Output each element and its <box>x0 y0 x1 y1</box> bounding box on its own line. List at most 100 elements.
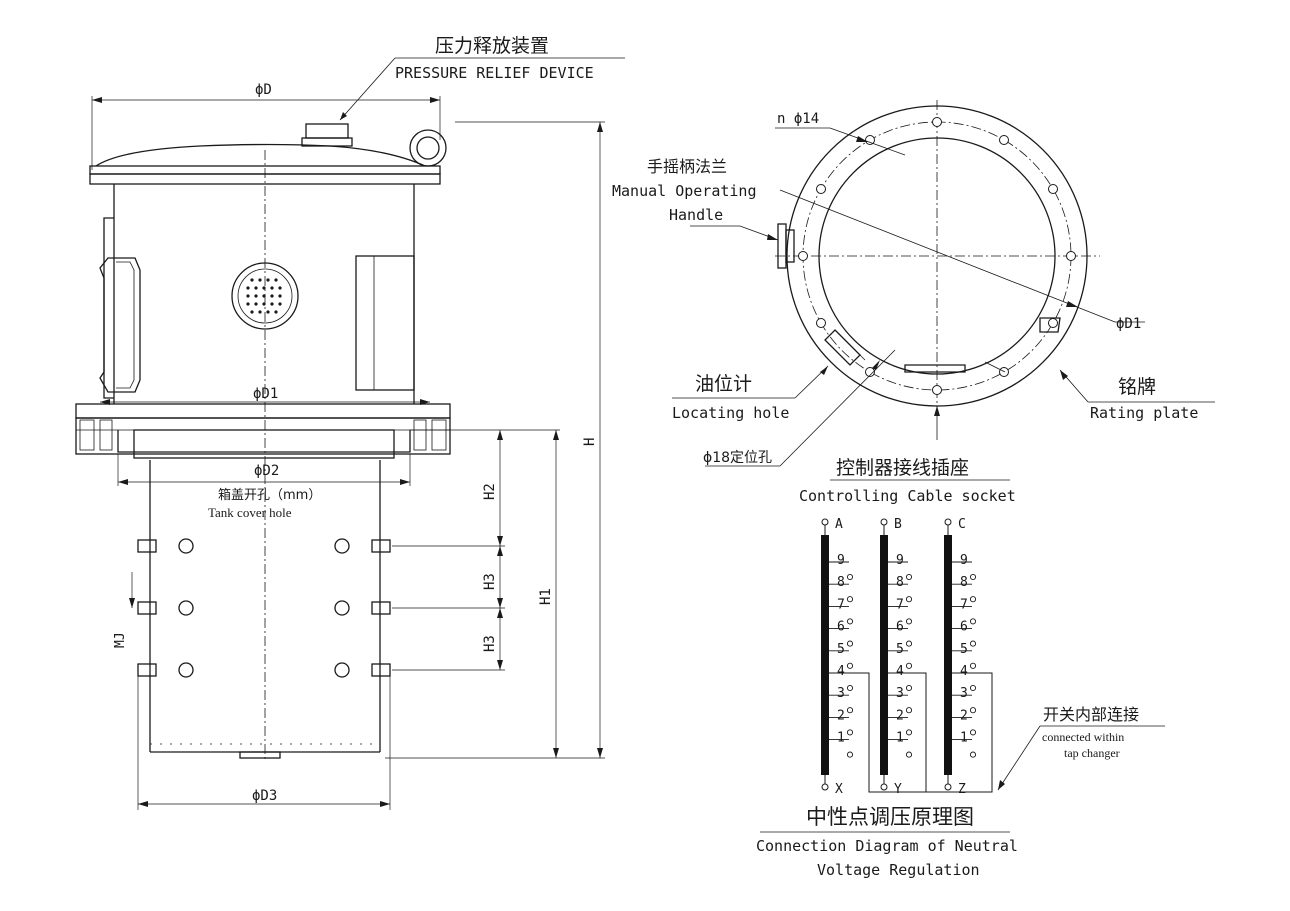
tap-contact <box>905 618 913 625</box>
tap-number: 4 <box>896 664 904 679</box>
tap-number: 8 <box>896 575 904 590</box>
tap-contact <box>846 596 854 603</box>
tank-cover-en: Tank cover hole <box>208 505 292 520</box>
internal-en1: connected within <box>1042 730 1124 744</box>
tap-number: 9 <box>837 553 845 568</box>
terminal-row-2 <box>137 600 391 616</box>
tap-contact <box>969 596 977 603</box>
tap-number: 1 <box>837 731 845 746</box>
handle-en1: Manual Operating <box>612 182 757 200</box>
phase-bottom-terminal <box>944 783 952 791</box>
tap-number: 4 <box>960 664 968 679</box>
tap-contact <box>846 707 854 714</box>
pressure-relief-en: PRESSURE RELIEF DEVICE <box>395 64 594 82</box>
tap-contact <box>846 751 854 758</box>
diagram-cn: 中性点调压原理图 <box>806 805 974 829</box>
top-D1-label: ϕD1 <box>1116 316 1141 332</box>
tap-number: 3 <box>837 686 845 701</box>
tap-contact <box>846 729 854 736</box>
tap-number: 6 <box>896 620 904 635</box>
star-connection <box>908 672 927 792</box>
dim-H3b-label: H3 <box>482 635 498 652</box>
tap-number: 7 <box>960 597 968 612</box>
terminal-row-3 <box>137 662 391 678</box>
handle-cn: 手摇柄法兰 <box>647 157 727 176</box>
tank-cover-cn: 箱盖开孔（mm） <box>218 487 321 503</box>
tap-number: 6 <box>960 620 968 635</box>
terminal-row-1 <box>137 538 391 554</box>
phase-winding-bar <box>880 535 888 775</box>
phase-top-terminal <box>880 518 888 526</box>
nameplate-cn: 铭牌 <box>1118 376 1156 398</box>
tap-contact <box>905 662 913 669</box>
nameplate-en: Rating plate <box>1090 404 1198 422</box>
side-view: 压力释放装置 PRESSURE RELIEF DEVICE ϕD <box>75 35 625 810</box>
tap-contact <box>846 573 854 581</box>
tap-contact <box>846 618 854 625</box>
tap-number: 7 <box>837 597 845 612</box>
socket-cn: 控制器接线插座 <box>836 457 969 479</box>
tap-contact <box>905 729 913 736</box>
phase-top-label: A <box>835 517 843 532</box>
dim-D-label: ϕD <box>255 82 272 98</box>
tap-contact <box>969 618 977 625</box>
top-view: ϕD1 n ϕ14 手摇柄法兰 Manual Operating Handle … <box>612 100 1215 505</box>
tap-number: 3 <box>896 686 904 701</box>
tap-contact <box>969 707 977 714</box>
tap-contact <box>905 751 913 758</box>
tap-number: 9 <box>960 553 968 568</box>
tap-number: 5 <box>960 642 968 657</box>
tap-contact <box>969 729 977 736</box>
dim-D3-label: ϕD3 <box>252 788 277 804</box>
oil-cn: 油位计 <box>695 373 752 395</box>
tap-number: 3 <box>960 686 968 701</box>
tap-number: 1 <box>896 731 904 746</box>
tap-number: 2 <box>837 708 845 723</box>
tap-contact <box>846 662 854 669</box>
tap-number: 1 <box>960 731 968 746</box>
phase-bottom-label: Z <box>958 782 966 797</box>
phase-winding-bar <box>944 535 952 775</box>
phase-top-terminal <box>821 518 829 526</box>
diagram-en1: Connection Diagram of Neutral <box>756 837 1018 855</box>
phase-top-label: C <box>958 517 966 532</box>
internal-en2: tap changer <box>1064 746 1120 760</box>
phase-bottom-terminal <box>880 783 888 791</box>
locate-hole-label: ϕ18定位孔 <box>703 450 772 466</box>
tap-number: 9 <box>896 553 904 568</box>
phase-top-terminal <box>944 518 952 526</box>
tap-contact <box>969 751 977 758</box>
tap-number: 5 <box>837 642 845 657</box>
tap-contact <box>905 596 913 603</box>
tap-contact <box>905 707 913 714</box>
dim-H2-label: H2 <box>482 483 498 500</box>
tap-contact <box>969 640 977 647</box>
socket-pins <box>246 278 282 314</box>
tap-number: 2 <box>896 708 904 723</box>
tap-contact <box>905 640 913 647</box>
phase-bottom-terminal <box>821 783 829 791</box>
diagram-en2: Voltage Regulation <box>817 861 980 879</box>
pressure-relief-cn: 压力释放装置 <box>435 35 549 57</box>
tap-number: 7 <box>896 597 904 612</box>
tap-contact <box>905 573 913 581</box>
hole-n14-label: n ϕ14 <box>777 111 819 127</box>
phase-bottom-label: X <box>835 782 843 797</box>
tap-contact <box>846 684 854 692</box>
bolt-holes <box>798 117 1076 395</box>
tap-contact <box>969 662 977 669</box>
phase-top-label: B <box>894 517 902 532</box>
dim-H3a-label: H3 <box>482 573 498 590</box>
phase-winding-bar <box>821 535 829 775</box>
phase-bottom-label: Y <box>894 782 902 797</box>
tap-contact <box>905 684 913 692</box>
star-connection <box>849 672 993 793</box>
tap-contact <box>846 640 854 647</box>
dim-D2-label: ϕD2 <box>254 463 279 479</box>
tap-contact <box>969 684 977 692</box>
dim-D1-label: ϕD1 <box>253 386 278 402</box>
tap-number: 4 <box>837 664 845 679</box>
tap-number: 8 <box>960 575 968 590</box>
